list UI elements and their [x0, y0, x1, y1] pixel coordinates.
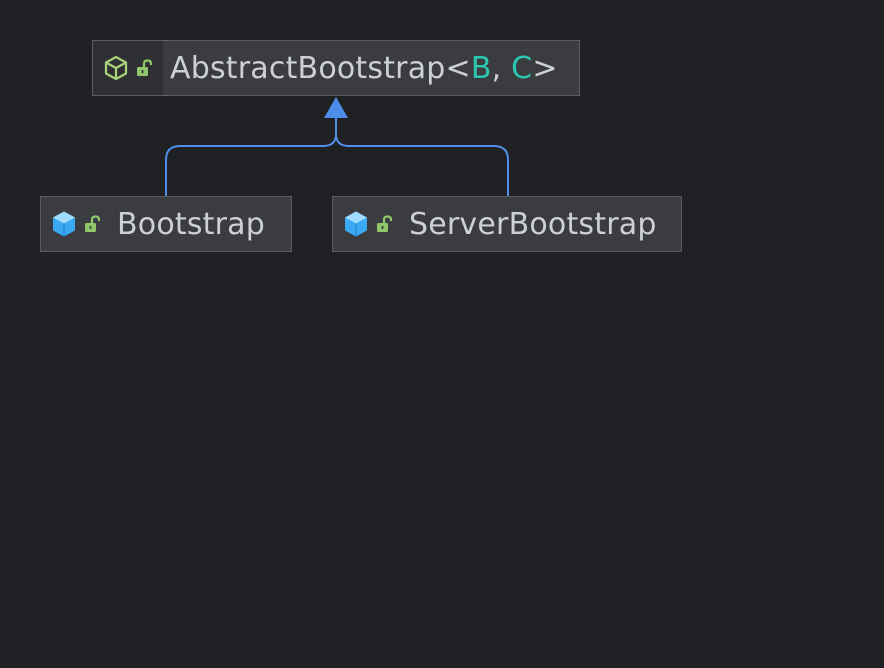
node-icons	[333, 197, 403, 251]
edge-server-to-abstract	[335, 118, 509, 196]
class-name-label: ServerBootstrap	[409, 206, 657, 242]
inheritance-arrowhead	[324, 97, 348, 118]
public-lock-icon	[135, 58, 155, 78]
class-icon	[51, 210, 77, 238]
node-icons	[41, 197, 111, 251]
class-icon	[343, 210, 369, 238]
class-node-abstractbootstrap[interactable]: AbstractBootstrap<B, C>	[92, 40, 580, 96]
public-lock-icon	[83, 214, 103, 234]
class-name-label: AbstractBootstrap<B, C>	[170, 50, 558, 86]
class-name-label: Bootstrap	[117, 206, 266, 242]
public-lock-icon	[375, 214, 395, 234]
type-param-c: C	[511, 50, 533, 86]
node-icons	[93, 41, 164, 95]
edge-bootstrap-to-abstract	[165, 118, 337, 196]
type-param-b: B	[470, 50, 492, 86]
class-node-bootstrap[interactable]: Bootstrap	[40, 196, 292, 252]
abstract-class-icon	[103, 55, 129, 81]
class-node-serverbootstrap[interactable]: ServerBootstrap	[332, 196, 682, 252]
